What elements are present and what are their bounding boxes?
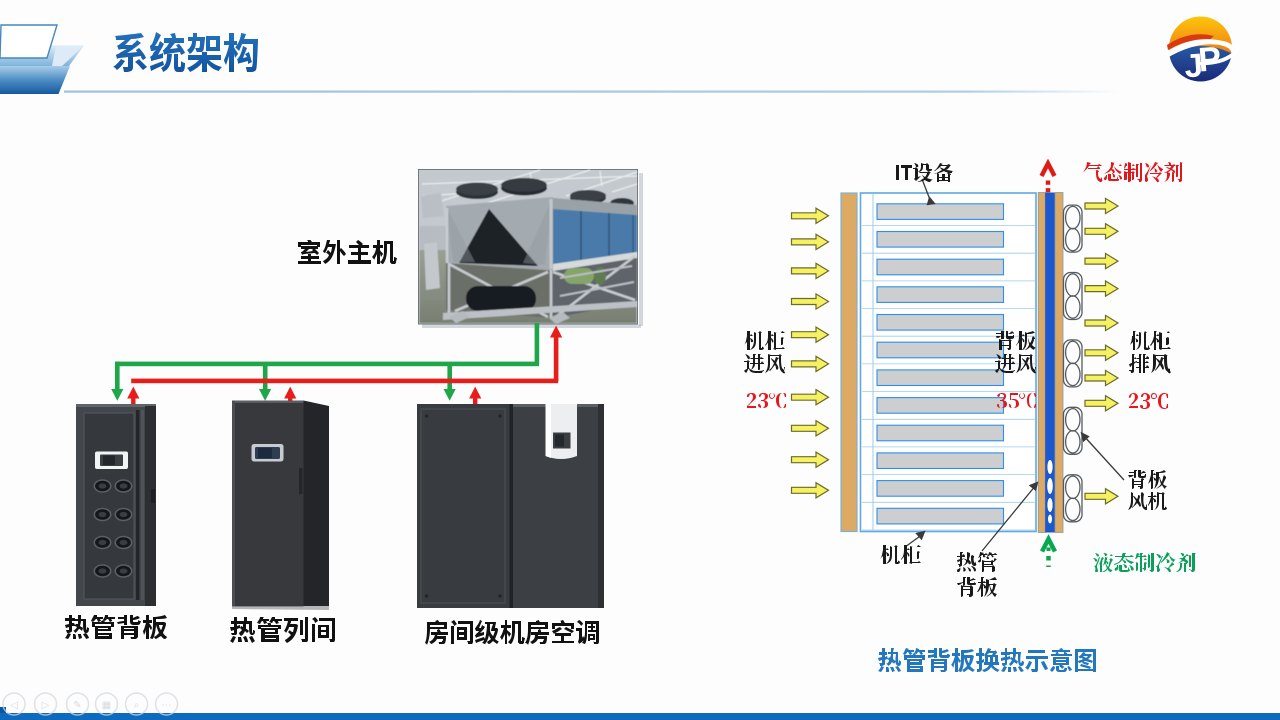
svg-text:P: P: [1197, 40, 1222, 79]
svg-text:▷: ▷: [42, 700, 50, 711]
svg-text:✎: ✎: [73, 700, 81, 711]
svg-text:J: J: [1183, 46, 1204, 84]
svg-text:◁: ◁: [10, 700, 18, 711]
svg-text:⌕: ⌕: [134, 700, 140, 711]
svg-text:⋯: ⋯: [162, 700, 172, 711]
svg-text:▦: ▦: [102, 700, 111, 711]
